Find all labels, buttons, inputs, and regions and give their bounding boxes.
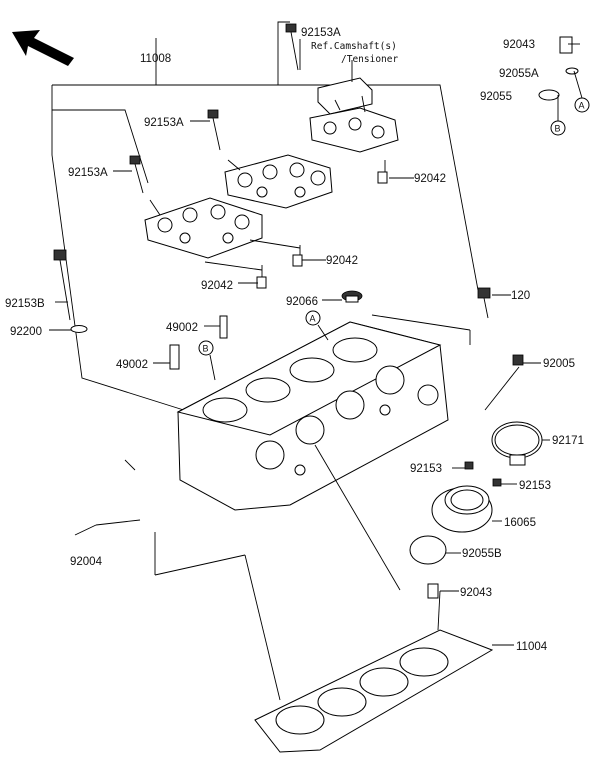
label-92153B: 92153B [5,298,45,310]
label-92153A-left: 92153A [68,167,108,179]
clamp-92171 [491,421,543,466]
dowel-92042-low [256,276,267,289]
ref-camshaft-label: Ref.Camshaft(s) [311,41,397,52]
label-92153A-top: 92153A [301,27,341,39]
dowel-92043-top [559,36,573,54]
front-direction-arrow-icon [12,30,74,66]
washer-92200 [70,325,88,333]
circle-B-right [550,120,566,136]
dowel-92043-low [427,583,439,599]
stud-92004 [74,524,97,536]
label-92042-right: 92042 [414,173,446,185]
label-92153-a: 92153 [410,463,442,475]
o-ring-92055A [565,67,579,75]
dowel-92042-right [377,171,388,184]
bolt-92153-b [492,478,502,487]
plug-92066 [341,290,363,303]
bolt-92153B [53,249,71,321]
o-ring-92055 [538,89,560,101]
circle-A-head [305,310,321,326]
o-ring-92055B [409,535,447,565]
bolt-92153A-top [285,23,299,71]
label-92004: 92004 [70,556,103,568]
label-92055: 92055 [480,91,512,103]
circle-A-right [574,97,590,113]
label-120: 120 [511,290,530,302]
label-92055A: 92055A [499,68,539,80]
leader-lines [49,38,583,701]
circle-A-right-text: A [579,101,585,111]
camshaft-cap-upper [224,154,333,209]
label-11008: 11008 [140,53,171,65]
label-92200: 92200 [10,326,42,338]
label-92042-low: 92042 [201,280,233,292]
fitting-92005 [512,354,524,366]
cap-leader-lines [149,159,386,277]
circle-B-right-text: B [555,124,561,134]
ref-tensioner-label: /Tensioner [341,54,398,65]
label-92055B: 92055B [462,548,502,560]
label-49002-a: 49002 [166,322,198,334]
label-49002-b: 49002 [116,359,148,371]
camshaft-cap-lower [144,197,263,259]
holder-16065 [431,485,493,533]
dowel-92042-mid [292,254,303,267]
label-92153-b: 92153 [519,480,551,492]
bolt-92153A-mid [207,109,221,151]
label-92171: 92171 [552,435,584,447]
label-92042-mid: 92042 [326,255,358,267]
circle-B-head [198,340,214,356]
label-11004: 11004 [516,641,548,653]
valve-guide-49002-a [219,315,228,339]
head-gasket-11004 [254,629,494,753]
bolt-92153-a [464,461,474,470]
camshaft-tensioner-holder [309,77,399,153]
valve-guide-49002-b [169,344,180,370]
label-92043-top: 92043 [503,39,535,51]
label-92066: 92066 [286,296,318,308]
label-92153A-mid: 92153A [144,117,184,129]
cylinder-head [176,321,449,511]
circle-A-head-text: A [310,314,316,324]
bolt-92153A-left [129,155,144,194]
circle-B-head-text: B [203,344,209,354]
label-92043-low: 92043 [460,587,492,599]
label-92005: 92005 [543,358,575,370]
label-16065: 16065 [504,517,536,529]
bolt-120 [477,287,491,319]
